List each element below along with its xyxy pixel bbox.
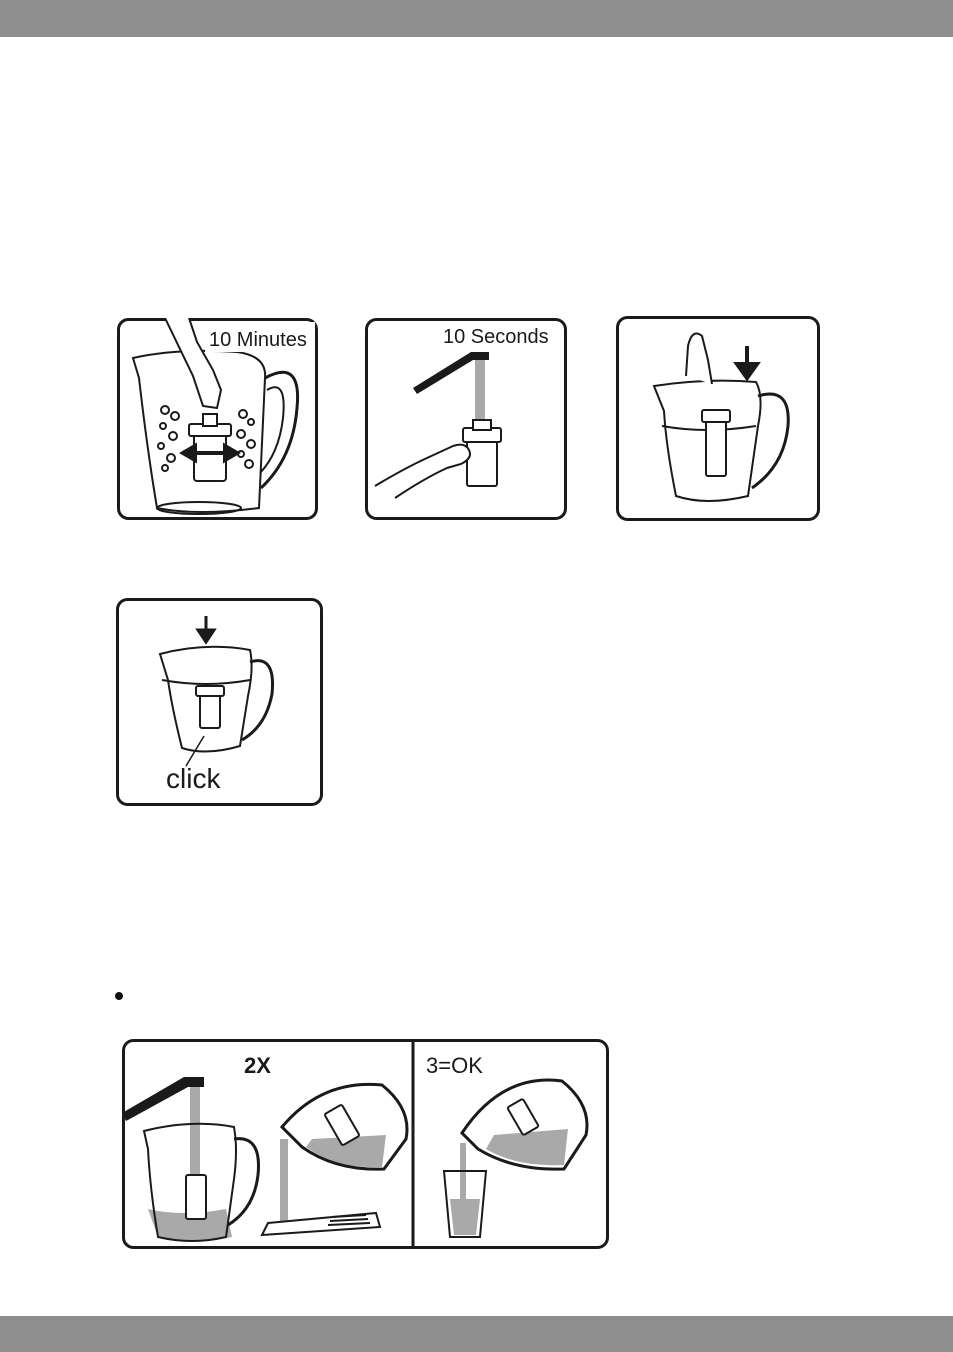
bullet-point (115, 992, 123, 1000)
header-bar (0, 0, 953, 37)
footer-bar (0, 1316, 953, 1352)
water-stream (190, 1087, 200, 1187)
step-insert-panel (616, 316, 820, 521)
flush-panel: 2X 3=OK (122, 1039, 609, 1249)
step-rinse-panel: 10 Seconds (365, 318, 567, 521)
filter-cartridge-icon (702, 410, 730, 476)
click-label: click (166, 763, 221, 794)
ok-count-label: 3=OK (426, 1053, 483, 1078)
soak-time-label: 10 Minutes (209, 329, 307, 351)
step-soak-panel: 10 Minutes (117, 318, 318, 521)
rinse-time-label: 10 Seconds (443, 326, 549, 348)
filter-cartridge-icon (196, 686, 224, 728)
discard-count-label: 2X (244, 1053, 271, 1078)
step-click-panel: click (116, 598, 323, 806)
